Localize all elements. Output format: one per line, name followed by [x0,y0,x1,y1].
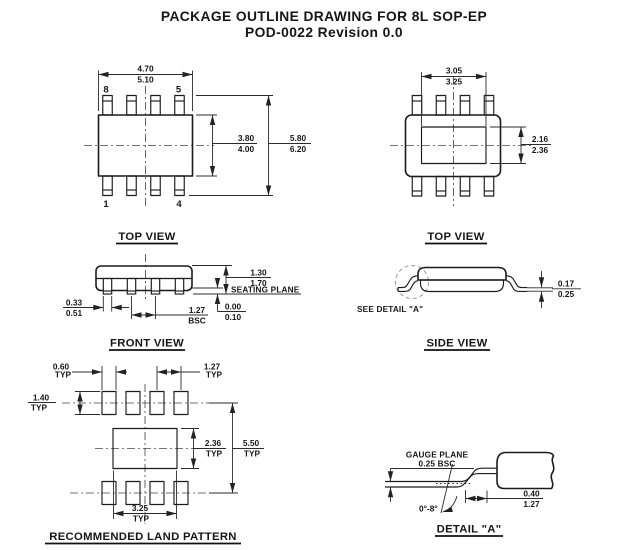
dim-height: 1.30 1.70 [192,265,271,295]
package-body-section [496,451,555,490]
front-view: SEATING PLANE 1.30 1.70 0.00 0.10 0.33 0… [63,254,301,351]
dim-lead-width-upper: 0.33 [66,298,83,308]
package-body-outline [404,114,502,178]
bottom-pins [411,175,495,197]
title-line-1: PACKAGE OUTLINE DRAWING FOR 8L SOP-EP [161,9,487,24]
dim-lead-width-lower: 0.51 [66,308,83,318]
lead-lower-surface [385,473,497,488]
dim-pitch-lower: BSC [188,316,206,326]
dim-overall-length-lower: 6.20 [290,144,307,154]
dim-pad-length-upper: 2.16 [532,134,549,144]
dim-land-pitch-lower: TYP [206,370,223,380]
top-pad-row [101,390,189,416]
exposed-pad-outline [420,126,487,165]
dim-lead-thickness-lower: 0.25 [558,289,575,299]
lead-angle-value: 0°-8° [419,504,438,514]
dim-pad-width-lower: 3.25 [446,77,463,87]
see-detail-a-label: SEE DETAIL "A" [357,305,423,314]
dim-height-upper: 1.30 [250,268,267,278]
title-line-2: POD-0022 Revision 0.0 [245,25,403,40]
pin-number-4: 4 [176,199,182,210]
front-leads [102,277,185,295]
dim-pad-length-lower: 2.36 [532,145,549,155]
top-view-right: 3.05 3.25 2.16 2.36 TOP VIEW [390,66,551,245]
dim-center-pad-width-upper: 3.25 [132,503,149,513]
dim-lead-thickness-upper: 0.17 [558,279,575,289]
pin-number-1: 1 [103,199,109,210]
dim-land-pad-length-lower: TYP [31,403,48,413]
dim-pitch: 1.27 BSC [131,296,208,326]
lead-angle-annotation: 0°-8° [419,463,458,514]
side-leads [397,275,527,292]
dim-center-pad-length-lower: TYP [206,449,223,459]
drawing-title: PACKAGE OUTLINE DRAWING FOR 8L SOP-EP PO… [161,9,487,40]
dim-land-pad-length: 1.40 TYP [28,391,100,415]
dim-body-width-upper: 4.70 [137,64,154,74]
front-view-label: FRONT VIEW [110,338,184,350]
dim-land-pad-width-upper: 0.60 [53,362,70,372]
body-upper-outline [417,266,507,281]
land-pattern: 0.60 TYP 1.27 TYP 1.40 TYP 2.36 [28,362,264,545]
dim-center-pad-width: 3.25 TYP [113,470,177,524]
lead-upper-surface [385,467,497,483]
bottom-pad-row [101,480,189,506]
pin-number-8: 8 [103,85,108,96]
top-view-left-label: TOP VIEW [118,231,175,243]
detail-a: GAUGE PLANE 0.25 BSC 0°-8° 0.40 1.27 DET… [385,451,555,537]
dim-pad-length: 2.16 2.36 [490,126,551,164]
detail-a-reference-circle [395,265,429,299]
dim-overall-length-upper: 5.80 [290,133,307,143]
dim-standoff-upper: 0.00 [225,302,242,312]
dim-land-pitch-upper: 1.27 [204,362,221,372]
dim-foot-length: 0.40 1.27 [465,489,543,509]
dim-standoff: 0.00 0.10 [192,278,246,322]
detail-a-label: DETAIL "A" [437,524,502,536]
dim-land-pad-width: 0.60 TYP [53,362,127,390]
bottom-pins [102,175,185,197]
dim-center-pad-width-lower: TYP [133,514,150,524]
dim-body-width-lower: 5.10 [137,75,154,85]
dim-lead-width: 0.33 0.51 [63,296,129,318]
dim-standoff-lower: 0.10 [225,312,242,322]
gauge-plane-offset: 0.25 BSC [418,460,455,469]
dim-pitch-upper: 1.27 [189,305,206,315]
dim-land-pad-length-upper: 1.40 [33,393,50,403]
dim-foot-length-upper: 0.40 [523,489,540,499]
dim-land-pitch: 1.27 TYP [156,362,223,390]
dim-row-span: 5.50 TYP [209,402,264,494]
top-view-right-label: TOP VIEW [427,231,484,243]
dim-body-length: 3.80 4.00 [196,114,257,177]
center-pad [112,427,178,470]
top-view-left: 8 5 1 4 4.70 5.10 3.80 4.00 5.80 6. [84,64,311,245]
dim-height-lower: 1.70 [250,278,267,288]
dim-center-pad-length: 2.36 TYP [181,428,226,469]
seating-plane-label: SEATING PLANE [231,286,300,295]
dim-lead-thickness: 0.17 0.25 [538,271,581,308]
dim-body-length-upper: 3.80 [238,133,255,143]
dim-body-width: 4.70 5.10 [98,64,193,111]
body-lower-outline [419,279,505,293]
side-view-label: SIDE VIEW [426,338,487,350]
dim-row-span-lower: TYP [244,449,261,459]
dim-center-pad-length-upper: 2.36 [205,438,222,448]
dim-overall-length: 5.80 6.20 [189,95,311,196]
dim-pad-width: 3.05 3.25 [421,66,487,126]
top-pins [102,94,185,116]
pin-number-5: 5 [176,85,182,96]
package-body-outline [97,114,194,177]
land-pattern-label: RECOMMENDED LAND PATTERN [49,531,237,543]
dim-land-pad-width-lower: TYP [55,370,72,380]
dim-row-span-upper: 5.50 [243,438,260,448]
dim-pad-width-upper: 3.05 [446,66,463,76]
dim-body-length-lower: 4.00 [238,144,255,154]
top-pins [411,94,495,116]
side-view: 0.17 0.25 SEE DETAIL "A" SIDE VIEW [357,265,581,351]
gauge-plane-label: GAUGE PLANE [406,451,469,460]
dim-foot-length-lower: 1.27 [523,499,540,509]
